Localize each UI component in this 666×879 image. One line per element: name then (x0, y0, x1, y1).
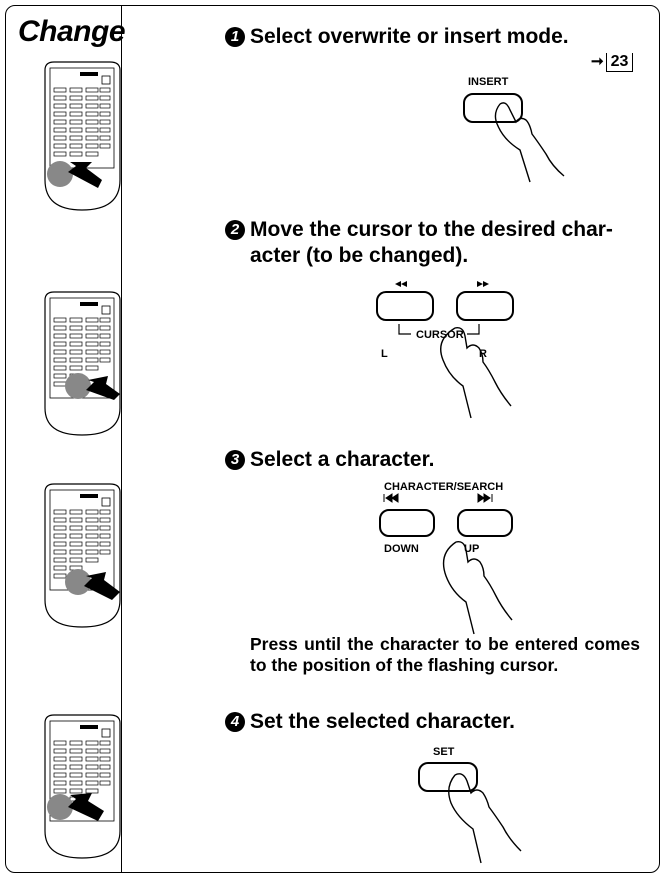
step-4-number: 4 (225, 712, 245, 732)
cursor-left-button (376, 291, 434, 321)
remote-control-2 (44, 291, 121, 436)
down-button (379, 509, 435, 537)
step-3-note: Press until the character to be entered … (250, 634, 640, 675)
step-2-text-line1: Move the cursor to the desired char- (250, 218, 613, 241)
fast-forward-icon (477, 281, 489, 287)
character-search-buttons-illustration: CHARACTER/SEARCH DOWN UP (379, 481, 513, 635)
set-button-illustration: SET (418, 746, 522, 864)
page-reference: ➞23 (591, 52, 634, 72)
cursor-buttons-illustration: CURSOR L R (376, 281, 514, 419)
remote-control-3 (44, 483, 121, 628)
page-frame (5, 5, 660, 873)
up-button (457, 509, 513, 537)
down-label: DOWN (384, 543, 419, 555)
step-3-number: 3 (225, 450, 245, 470)
set-label: SET (433, 746, 455, 758)
cursor-left-label: L (381, 348, 388, 360)
up-label: UP (464, 543, 479, 555)
insert-label: INSERT (468, 76, 509, 88)
skip-back-icon (383, 493, 399, 503)
rewind-icon (395, 281, 407, 287)
char-search-label: CHARACTER/SEARCH (384, 481, 503, 493)
cursor-right-label: R (479, 348, 487, 360)
section-title: Change (18, 15, 126, 48)
step-1-number: 1 (225, 27, 245, 47)
arrow-right-icon: ➞ (591, 53, 604, 70)
step-1-text: Select overwrite or insert mode. (250, 25, 569, 48)
step-2-text-line2: acter (to be changed). (250, 244, 469, 267)
step-2-number: 2 (225, 220, 245, 240)
page-ref-number: 23 (605, 53, 634, 72)
insert-button-illustration: INSERT (463, 76, 565, 183)
skip-forward-icon (477, 493, 493, 503)
remote-control-4 (44, 714, 121, 859)
step-3-text: Select a character. (250, 448, 435, 471)
column-divider (121, 5, 122, 873)
cursor-right-button (456, 291, 514, 321)
remote-control-1 (44, 61, 121, 211)
step-4-text: Set the selected character. (250, 710, 515, 733)
cursor-label: CURSOR (416, 329, 464, 341)
